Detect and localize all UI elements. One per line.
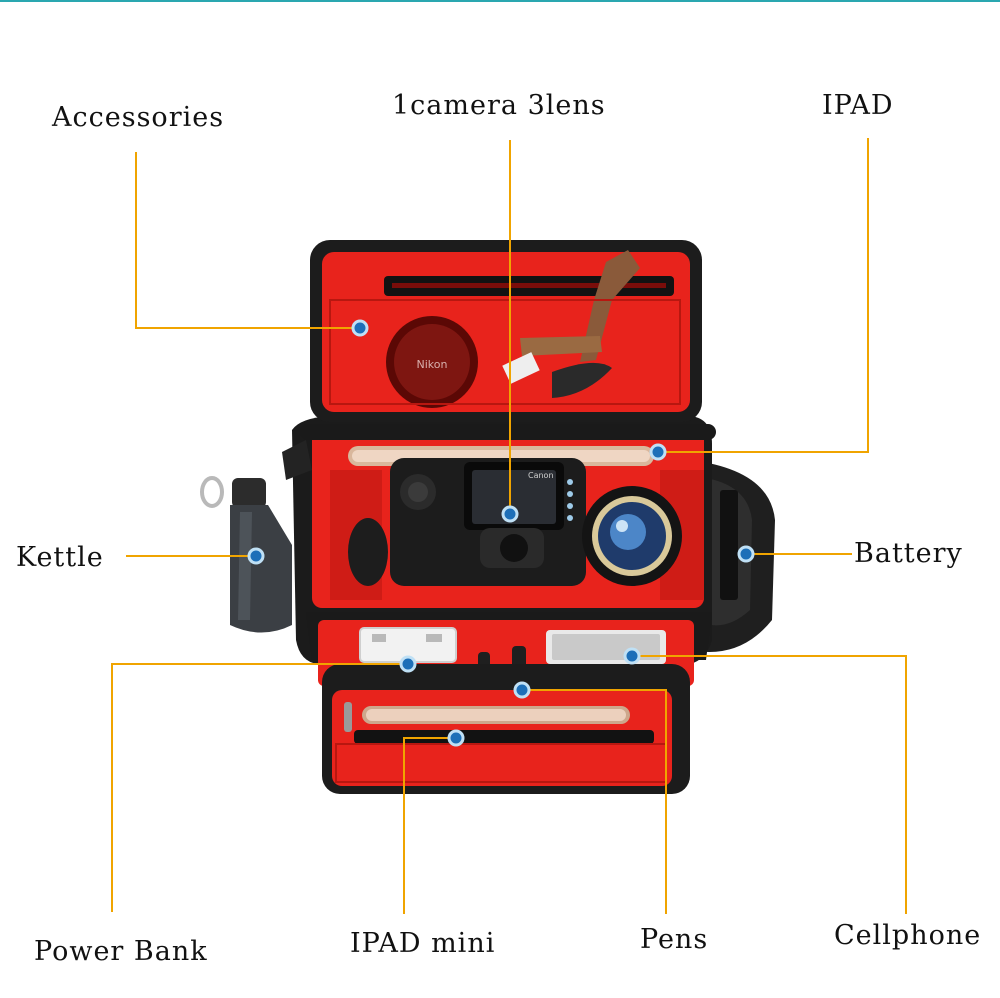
leader-ipad	[658, 138, 869, 453]
marker-dot	[623, 647, 641, 665]
label-camera-lens: 1camera 3lens	[392, 90, 606, 121]
marker-dot	[501, 505, 519, 523]
marker-dot	[399, 655, 417, 673]
lid-compartment: Nikon	[310, 240, 702, 422]
marker-dot	[247, 547, 265, 565]
lens-cap-brand: Nikon	[417, 358, 448, 371]
marker-dot	[649, 443, 667, 461]
marker-dot	[737, 545, 755, 563]
leader-cellphone	[632, 655, 907, 914]
leader-accessories	[135, 152, 360, 329]
label-battery: Battery	[854, 538, 963, 569]
bottom-flap	[322, 664, 690, 794]
leader-power-bank	[111, 663, 408, 912]
leader-lines	[111, 138, 907, 914]
marker-dot	[513, 681, 531, 699]
kettle-bottle	[200, 476, 292, 633]
marker-dot	[447, 729, 465, 747]
marker-dot	[351, 319, 369, 337]
label-ipad: IPAD	[822, 90, 894, 121]
label-pens: Pens	[640, 924, 709, 955]
camera-brand: Canon	[528, 471, 554, 480]
label-cellphone: Cellphone	[834, 920, 982, 951]
label-power-bank: Power Bank	[34, 936, 208, 967]
leader-ipad-mini	[403, 737, 456, 914]
label-accessories: Accessories	[52, 102, 225, 133]
top-border	[0, 0, 1000, 2]
label-kettle: Kettle	[16, 542, 104, 573]
markers	[247, 319, 755, 747]
label-ipad-mini: IPAD mini	[350, 928, 496, 959]
leader-pens	[522, 689, 667, 914]
